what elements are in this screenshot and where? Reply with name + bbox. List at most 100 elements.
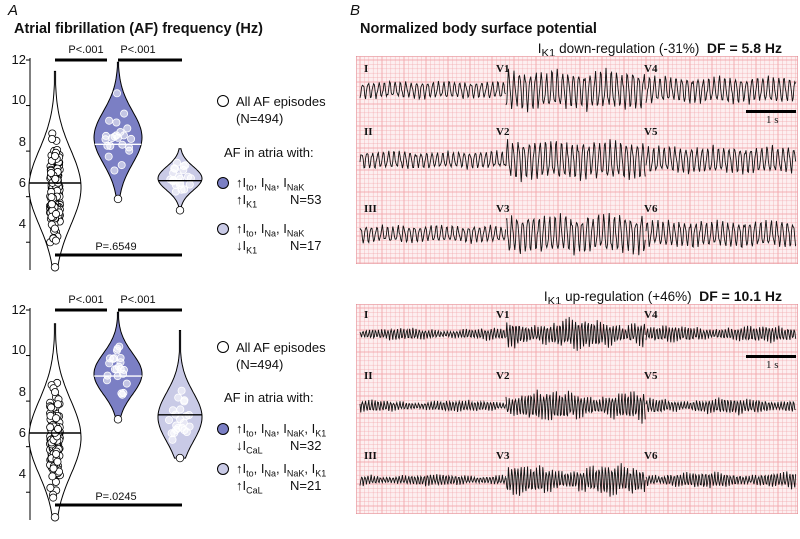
legend-group2-n: N=21	[290, 478, 322, 493]
data-point	[172, 158, 181, 167]
data-point	[177, 386, 186, 395]
lead-label: V5	[644, 126, 658, 138]
legend-marker-group2	[217, 463, 229, 475]
y-tick-label: 4	[18, 466, 26, 481]
y-tick-label: 10	[11, 342, 26, 357]
data-point	[47, 168, 56, 177]
legend-marker-group2	[217, 223, 229, 235]
p-value-bottom: P=.6549	[95, 241, 137, 253]
legend-marker-all	[217, 95, 229, 107]
ecg-traces	[356, 56, 798, 264]
scale-bar	[746, 110, 796, 113]
data-point	[49, 464, 58, 473]
lead-label: III	[364, 450, 377, 462]
panel-a-title: Atrial fibrillation (AF) frequency (Hz)	[14, 21, 263, 37]
legend-group2-line1: ↑Ito, INa, INaK	[236, 221, 305, 239]
data-point	[180, 397, 189, 406]
data-point	[104, 152, 113, 161]
ecg-waveform	[359, 474, 507, 487]
data-point	[119, 131, 128, 140]
lead-label: II	[364, 370, 373, 382]
p-value-left: P<.001	[68, 44, 104, 56]
lead-label: III	[364, 203, 377, 215]
ecg-waveform	[359, 150, 506, 170]
data-point	[164, 416, 173, 425]
data-point	[53, 457, 62, 466]
ecg-waveform	[645, 397, 796, 416]
data-point	[50, 513, 60, 522]
ecg-waveform	[359, 79, 506, 101]
data-point	[51, 477, 60, 486]
data-point	[103, 141, 112, 150]
legend-group1-n: N=53	[290, 192, 322, 207]
data-point	[112, 118, 121, 127]
ecg-waveform	[505, 67, 646, 113]
p-value-left: P<.001	[68, 294, 104, 306]
data-point	[171, 187, 180, 196]
data-point	[51, 152, 60, 161]
ecg-trace-panel: I V1 V4 II V2 V5 III V3 V6 1 s	[356, 304, 798, 514]
data-point	[127, 134, 136, 143]
data-point	[113, 89, 122, 98]
y-tick-label: 12	[11, 52, 26, 67]
scale-bar	[746, 355, 796, 358]
data-point	[113, 194, 123, 204]
panel-b-letter: B	[350, 2, 361, 19]
y-tick-label: 4	[18, 216, 26, 231]
data-point	[118, 390, 127, 399]
data-point	[49, 493, 58, 502]
data-point	[175, 180, 184, 189]
data-point	[52, 414, 61, 423]
scale-bar-label: 1 s	[766, 359, 779, 371]
data-point	[47, 403, 56, 412]
legend-heading: AF in atria with:	[224, 145, 314, 160]
lead-label: I	[364, 309, 369, 321]
legend-group1-line2: ↑IK1	[236, 192, 258, 210]
legend-group1-line1: ↑Ito, INa, INaK, IK1	[236, 421, 327, 439]
lead-label: V6	[644, 203, 658, 215]
lead-label: V6	[644, 450, 658, 462]
lead-label: V2	[496, 370, 510, 382]
data-point	[47, 200, 56, 209]
legend-all-label: All AF episodes	[236, 94, 326, 109]
ecg-waveform	[505, 139, 646, 183]
ecg-waveform	[645, 75, 797, 105]
lead-label: V3	[496, 450, 510, 462]
data-point	[108, 134, 117, 143]
data-point	[52, 449, 61, 458]
data-point	[53, 400, 62, 409]
data-point	[50, 263, 60, 272]
violin-chart	[26, 308, 203, 522]
lead-label: V2	[496, 126, 510, 138]
data-point	[173, 423, 182, 432]
data-point	[105, 354, 114, 363]
ecg-waveform	[645, 471, 797, 490]
lead-label: V5	[644, 370, 658, 382]
y-tick-label: 8	[18, 134, 26, 149]
data-point	[120, 109, 129, 118]
legend-marker-all	[217, 341, 229, 353]
legend-all-n: (N=494)	[236, 357, 284, 372]
data-point	[168, 406, 177, 415]
ecg-waveform	[359, 224, 507, 244]
violin-plot-top: 12 10 8 6 4 P<.001 P<.001 P=.6549 All AF…	[0, 40, 350, 272]
data-point	[175, 453, 185, 463]
ecg-traces	[356, 304, 798, 514]
lead-label: I	[364, 63, 369, 75]
violin-plot-bottom: 12 10 8 6 4 P<.001 P<.001 P=.0245 All AF…	[0, 290, 350, 522]
data-point	[46, 483, 55, 492]
data-point	[101, 135, 110, 144]
ecg-dominant-frequency: DF = 10.1 Hz	[699, 288, 782, 304]
data-point	[52, 209, 61, 218]
data-point	[123, 124, 132, 133]
y-tick-label: 12	[11, 302, 26, 317]
data-point	[168, 435, 177, 444]
data-point	[182, 412, 191, 421]
ecg-waveform	[359, 327, 506, 341]
ecg-trace-panel: I V1 V4 II V2 V5 III V3 V6 1 s	[356, 56, 798, 264]
p-value-right: P<.001	[120, 294, 156, 306]
data-point	[105, 116, 114, 125]
data-point	[122, 379, 131, 388]
panel-a-letter: A	[8, 2, 19, 19]
data-point	[50, 224, 59, 233]
